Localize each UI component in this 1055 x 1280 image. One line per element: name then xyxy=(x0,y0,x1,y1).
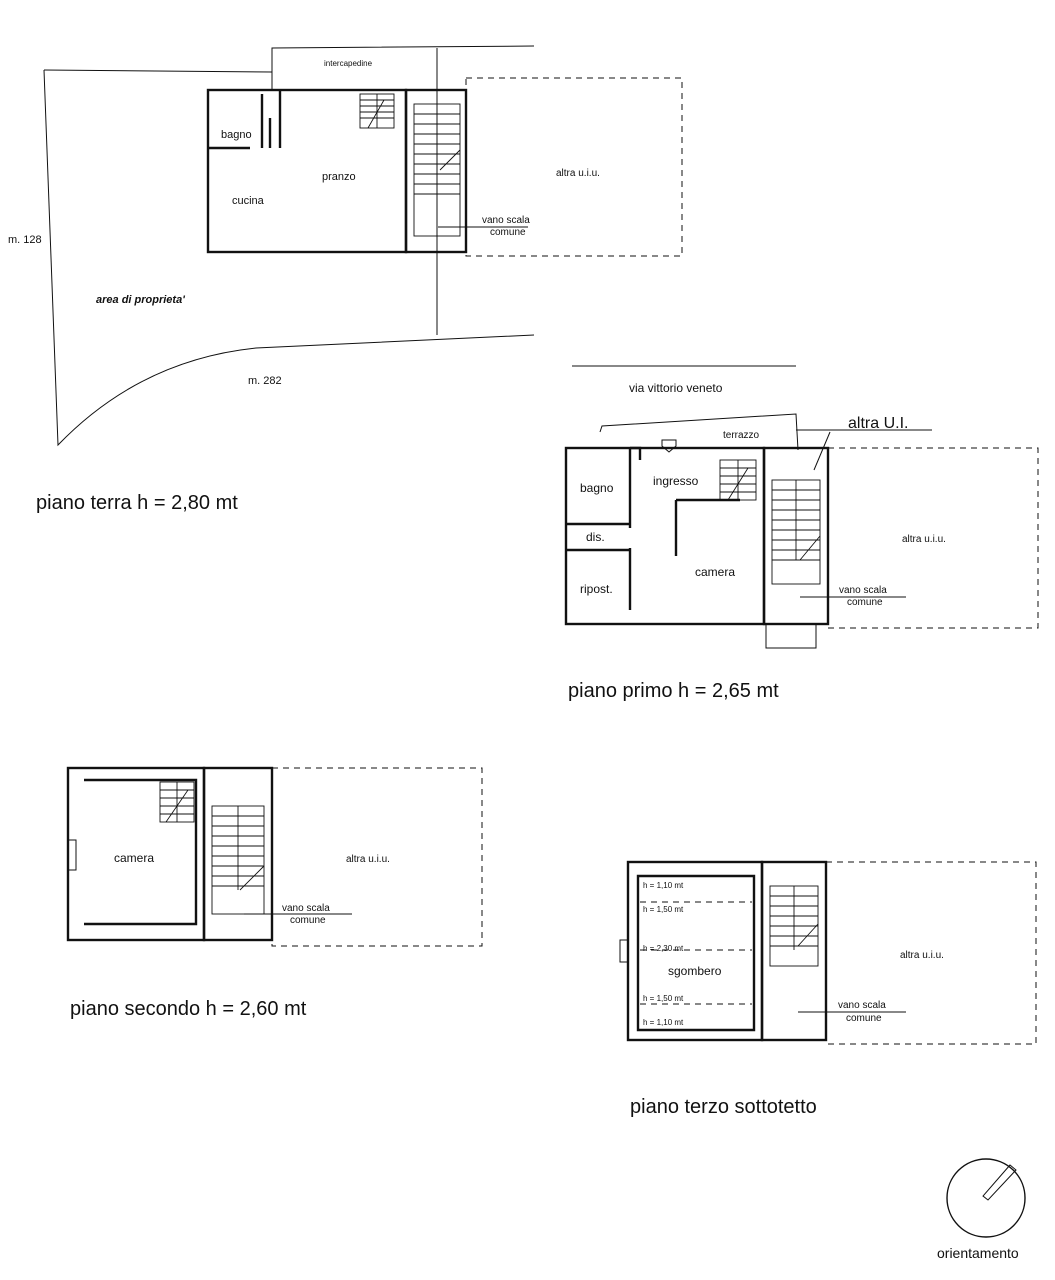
stair-label-line2-ground: comune xyxy=(490,227,526,238)
height-label-3: h = 2,30 mt xyxy=(643,944,684,953)
third-floor-title: piano terzo sottotetto xyxy=(630,1096,817,1118)
stair-label-line1-ground: vano scala xyxy=(482,215,530,226)
parcel-128-label: m. 128 xyxy=(8,234,42,246)
first-floor-plan: via vittorio veneto terrazzo altra U.I. … xyxy=(564,365,1039,649)
room-bagno-first: bagno xyxy=(580,481,614,495)
room-dis: dis. xyxy=(586,530,605,544)
room-cucina: cucina xyxy=(232,195,265,207)
room-camera-first: camera xyxy=(695,565,735,579)
room-altra-uiu-ground: altra u.i.u. xyxy=(556,168,600,179)
stair-label-line2-second: comune xyxy=(290,915,326,926)
terrace-label: terrazzo xyxy=(723,430,760,441)
orientation-label: orientamento xyxy=(937,1245,1019,1261)
second-floor-title: piano secondo h = 2,60 mt xyxy=(70,998,307,1020)
room-camera-second: camera xyxy=(114,851,154,865)
room-altra-uiu-second: altra u.i.u. xyxy=(346,854,390,865)
third-floor-plan: h = 1,10 mt h = 1,50 mt h = 2,30 mt h = … xyxy=(619,860,1037,1045)
room-sgombero: sgombero xyxy=(668,964,722,978)
intercapedine-label: intercapedine xyxy=(324,59,373,68)
street-label: via vittorio veneto xyxy=(629,381,723,395)
compass-icon xyxy=(946,1158,1026,1238)
stair-label-line1-second: vano scala xyxy=(282,903,330,914)
height-label-2: h = 1,50 mt xyxy=(643,905,684,914)
ground-floor-plan: intercapedine bagno cucina pranzo altra … xyxy=(8,45,683,447)
first-floor-title: piano primo h = 2,65 mt xyxy=(568,680,779,702)
other-unit-label: altra U.I. xyxy=(848,415,908,432)
room-altra-uiu-first: altra u.i.u. xyxy=(902,534,946,545)
room-bagno-ground: bagno xyxy=(221,129,252,141)
second-floor-plan: camera altra u.i.u. vano scala comune xyxy=(66,766,483,947)
height-label-1: h = 1,10 mt xyxy=(643,881,684,890)
height-label-4: h = 1,50 mt xyxy=(643,994,684,1003)
stair-label-line1-third: vano scala xyxy=(838,1000,886,1011)
ground-floor-title: piano terra h = 2,80 mt xyxy=(36,492,238,514)
stair-label-line2-third: comune xyxy=(846,1013,882,1024)
room-ingresso: ingresso xyxy=(653,474,699,488)
room-pranzo: pranzo xyxy=(322,171,356,183)
stair-label-line1-first: vano scala xyxy=(839,585,887,596)
property-area-label: area di proprieta' xyxy=(96,294,185,306)
parcel-282-label: m. 282 xyxy=(248,375,282,387)
stair-label-line2-first: comune xyxy=(847,597,883,608)
room-ripost: ripost. xyxy=(580,582,613,596)
height-label-5: h = 1,10 mt xyxy=(643,1018,684,1027)
room-altra-uiu-third: altra u.i.u. xyxy=(900,950,944,961)
